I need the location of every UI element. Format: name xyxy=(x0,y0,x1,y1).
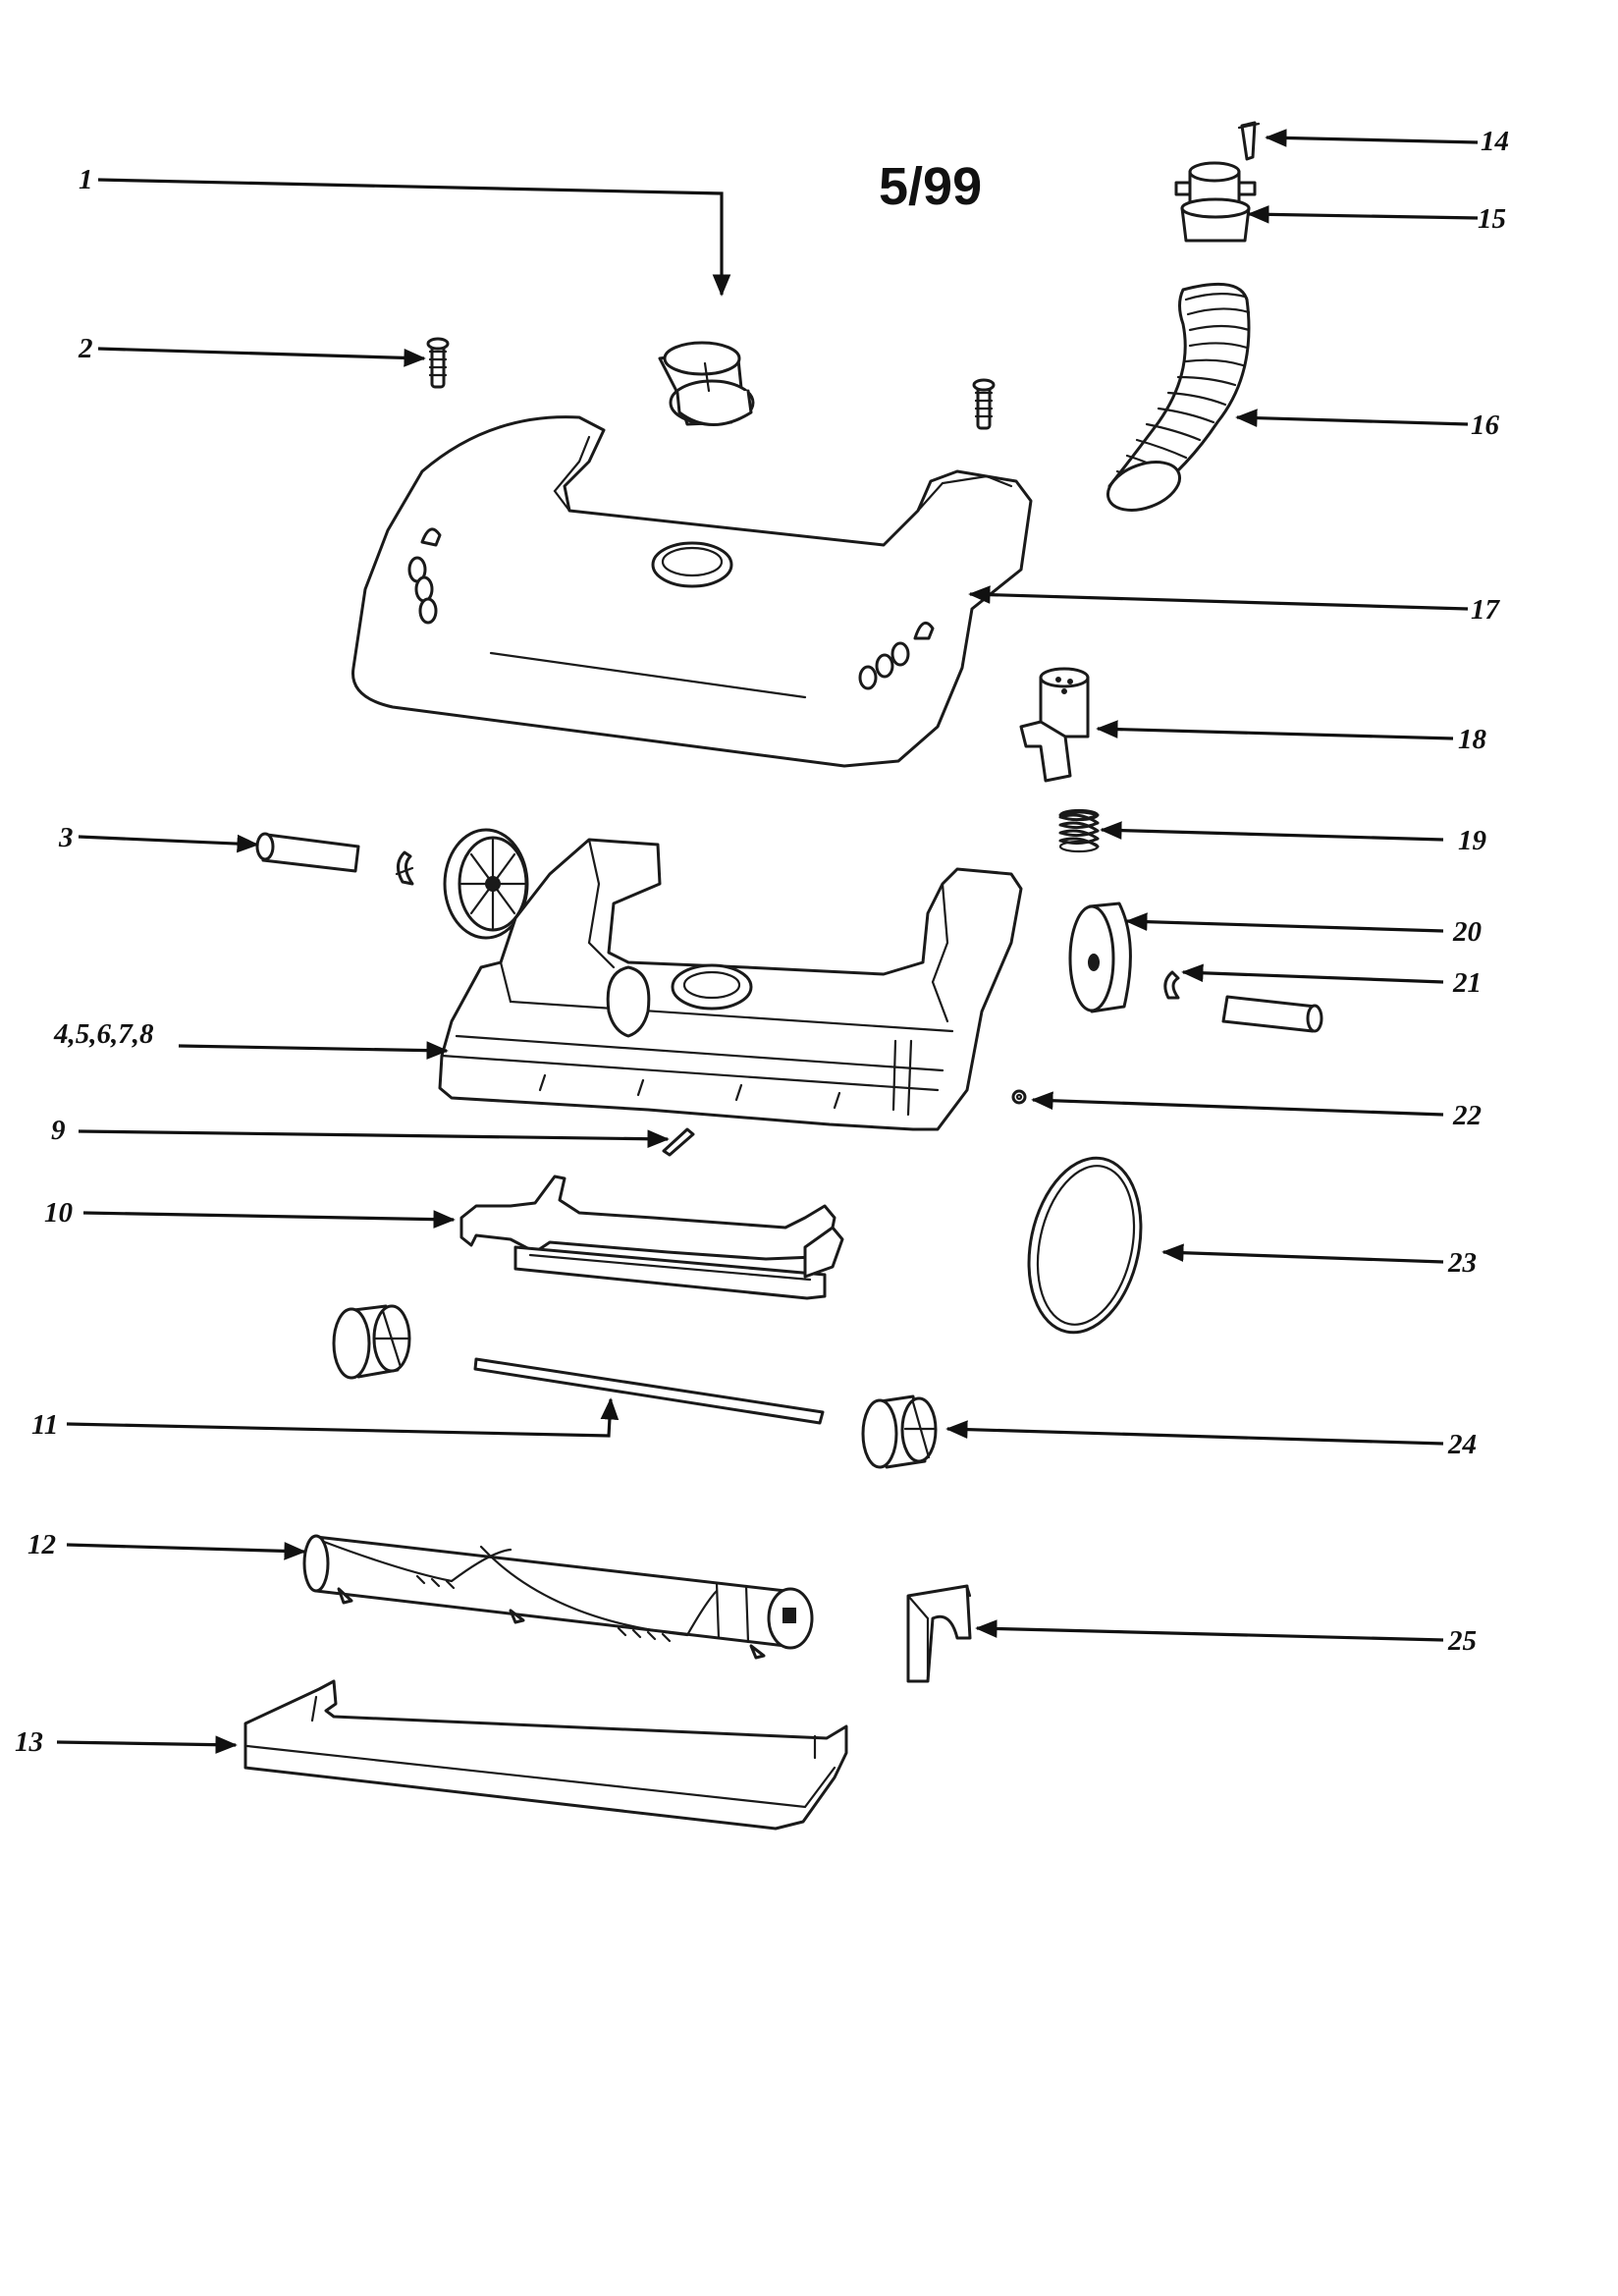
leader-10 xyxy=(82,1210,456,1229)
callout-labels: 1 2 3 4,5,6,7,8 9 10 11 12 13 14 15 16 1… xyxy=(15,126,1509,1758)
part-1-hose-connector xyxy=(658,341,755,426)
part-12-brush-roll xyxy=(302,1534,814,1660)
leader-12 xyxy=(66,1542,306,1560)
leader-3 xyxy=(78,834,259,853)
leader-17 xyxy=(968,585,1469,611)
leader-24 xyxy=(945,1420,1444,1446)
part-10-bracket xyxy=(459,1175,844,1300)
leader-11 xyxy=(66,1397,620,1438)
rear-wheel-left xyxy=(443,828,529,940)
part-19-spring xyxy=(1058,808,1100,853)
retaining-clip-left xyxy=(395,850,414,886)
callout-15: 15 xyxy=(1478,203,1506,235)
callout-22: 22 xyxy=(1452,1100,1482,1131)
axle-right xyxy=(1221,995,1323,1033)
leader-2 xyxy=(97,347,426,367)
part-9-spring-pin xyxy=(662,1127,695,1157)
leader-14 xyxy=(1265,129,1479,147)
part-13-bumper xyxy=(243,1679,848,1831)
leader-15 xyxy=(1247,205,1479,224)
part-16-corrugated-hose xyxy=(1106,282,1251,512)
callout-13: 13 xyxy=(15,1726,43,1758)
callout-10: 10 xyxy=(44,1197,73,1229)
part-17-hood xyxy=(351,415,1033,768)
leader-1 xyxy=(97,178,731,297)
callout-14: 14 xyxy=(1481,126,1509,157)
part-3-axle xyxy=(255,832,360,873)
part-2-screw xyxy=(426,337,450,389)
leader-lines xyxy=(56,129,1479,1754)
part-15-hose-cuff xyxy=(1174,161,1257,243)
callout-9: 9 xyxy=(51,1115,66,1146)
leader-19 xyxy=(1100,821,1444,842)
callout-18: 18 xyxy=(1458,724,1487,755)
leader-18 xyxy=(1096,720,1454,740)
leader-20 xyxy=(1125,912,1444,933)
part-11-shaft xyxy=(473,1357,825,1425)
leader-9 xyxy=(78,1129,670,1149)
callout-23: 23 xyxy=(1447,1247,1477,1279)
hood-screw xyxy=(972,378,996,430)
leader-13 xyxy=(56,1735,238,1754)
leader-22 xyxy=(1031,1091,1444,1117)
callout-2: 2 xyxy=(78,333,93,364)
callout-4-8: 4,5,6,7,8 xyxy=(53,1018,154,1050)
part-25-belt-guard xyxy=(906,1584,972,1683)
part-14-clip xyxy=(1237,121,1261,161)
callout-21: 21 xyxy=(1452,967,1482,999)
end-cap-left xyxy=(332,1304,411,1380)
leader-4-8 xyxy=(178,1041,449,1060)
part-18-actuator xyxy=(1019,667,1090,783)
part-22-nut xyxy=(1011,1089,1027,1105)
callout-19: 19 xyxy=(1458,825,1486,856)
callout-11: 11 xyxy=(31,1409,58,1441)
part-21-clip xyxy=(1163,970,1180,1000)
callout-1: 1 xyxy=(79,164,93,195)
date-code: 5/99 xyxy=(879,157,982,216)
part-24-end-cap xyxy=(861,1394,938,1469)
callout-20: 20 xyxy=(1452,916,1482,948)
callout-25: 25 xyxy=(1447,1625,1477,1657)
part-20-front-wheel xyxy=(1068,902,1132,1013)
leader-23 xyxy=(1161,1243,1444,1264)
callout-24: 24 xyxy=(1447,1429,1477,1460)
leader-21 xyxy=(1181,963,1444,984)
part-4-8-base-assembly xyxy=(438,838,1023,1131)
callout-3: 3 xyxy=(58,822,74,853)
callout-12: 12 xyxy=(27,1529,56,1560)
callout-16: 16 xyxy=(1471,410,1500,441)
part-23-belt xyxy=(1027,1156,1143,1335)
callout-17: 17 xyxy=(1471,594,1501,626)
leader-25 xyxy=(975,1619,1444,1642)
leader-16 xyxy=(1235,409,1469,427)
